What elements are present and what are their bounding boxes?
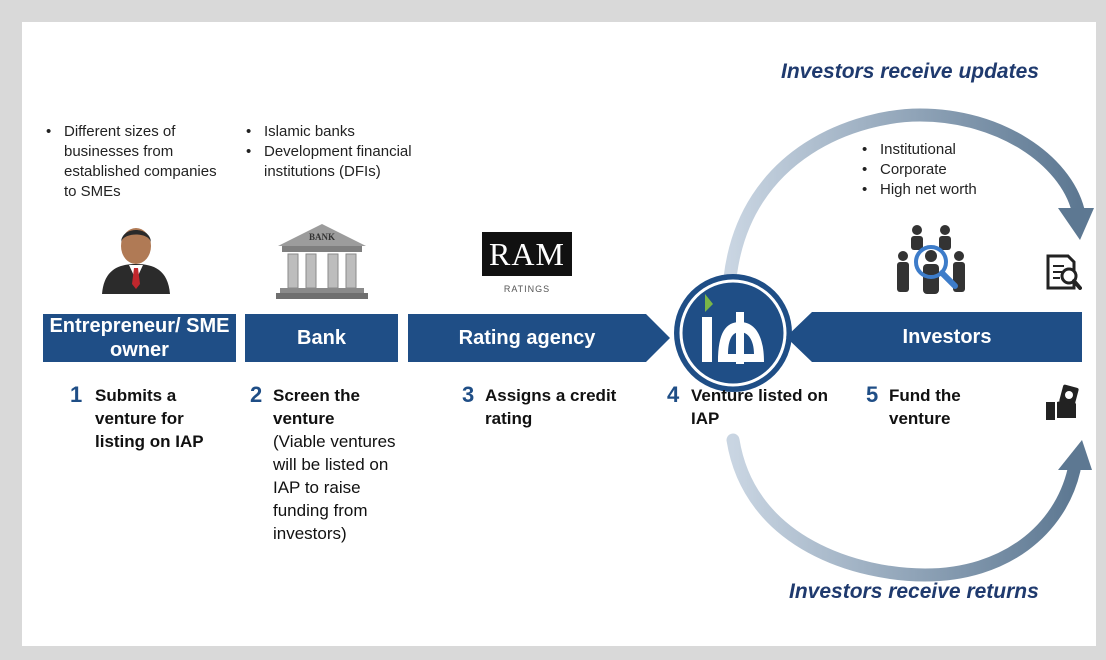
investors-search-icon <box>897 225 965 294</box>
investors-label: Investors <box>902 326 992 348</box>
investor-bullets: Institutional Corporate High net worth <box>858 140 1038 200</box>
rating-agency-label: Rating agency <box>458 327 596 349</box>
bottom-arc-arrowhead <box>1058 440 1092 470</box>
bank-icon: BANK <box>276 222 368 300</box>
step-5-number: 5 <box>866 382 879 407</box>
step-1-number: 1 <box>70 382 83 407</box>
rating-agency-arrow <box>408 314 670 362</box>
top-arc-arrowhead <box>1058 208 1094 240</box>
investors-arrow <box>786 312 1082 362</box>
step-4-number: 4 <box>667 382 680 407</box>
bank-bar: Bank <box>245 314 398 362</box>
iap-logo <box>674 274 792 392</box>
entrepreneur-bar: Entrepreneur/ SME owner <box>43 314 236 362</box>
top-arc <box>723 108 1085 285</box>
bottom-arc <box>726 433 1081 582</box>
step-4-text: Venture listed on IAP <box>691 386 828 428</box>
step-1-text: Submits a venture for listing on IAP <box>95 386 204 451</box>
bank-bullets: Islamic banks Development financial inst… <box>242 122 432 182</box>
step-3-text: Assigns a credit rating <box>485 386 617 428</box>
document-search-icon <box>1046 254 1082 290</box>
bank-bullet: Development financial institutions (DFIs… <box>242 142 432 182</box>
step-3-number: 3 <box>462 382 475 407</box>
businessman-icon <box>102 228 170 294</box>
step-2-title: Screen the venture <box>273 386 360 428</box>
step-2-subtext: (Viable ventures will be listed on IAP t… <box>273 432 396 543</box>
ram-logo-text: RAM <box>482 232 572 276</box>
ram-ratings-logo: RAM RATINGS <box>482 232 572 298</box>
hand-money-icon <box>1046 384 1079 420</box>
top-flow-label: Investors receive updates <box>781 60 1039 83</box>
entrepreneur-bullets: Different sizes of businesses from estab… <box>42 122 232 202</box>
investor-bullet: High net worth <box>858 180 1038 200</box>
investor-bullet: Institutional <box>858 140 1038 160</box>
ram-logo-subtext: RATINGS <box>503 284 551 294</box>
entrepreneur-bullet: Different sizes of businesses from estab… <box>42 122 232 202</box>
step-5-text: Fund the venture <box>889 386 961 428</box>
bank-icon-label: BANK <box>308 232 335 242</box>
bottom-flow-label: Investors receive returns <box>789 580 1039 603</box>
investor-bullet: Corporate <box>858 160 1038 180</box>
step-2-text: Screen the venture (Viable ventures will… <box>273 384 398 545</box>
bank-bullet: Islamic banks <box>242 122 432 142</box>
step-2-number: 2 <box>250 382 263 407</box>
